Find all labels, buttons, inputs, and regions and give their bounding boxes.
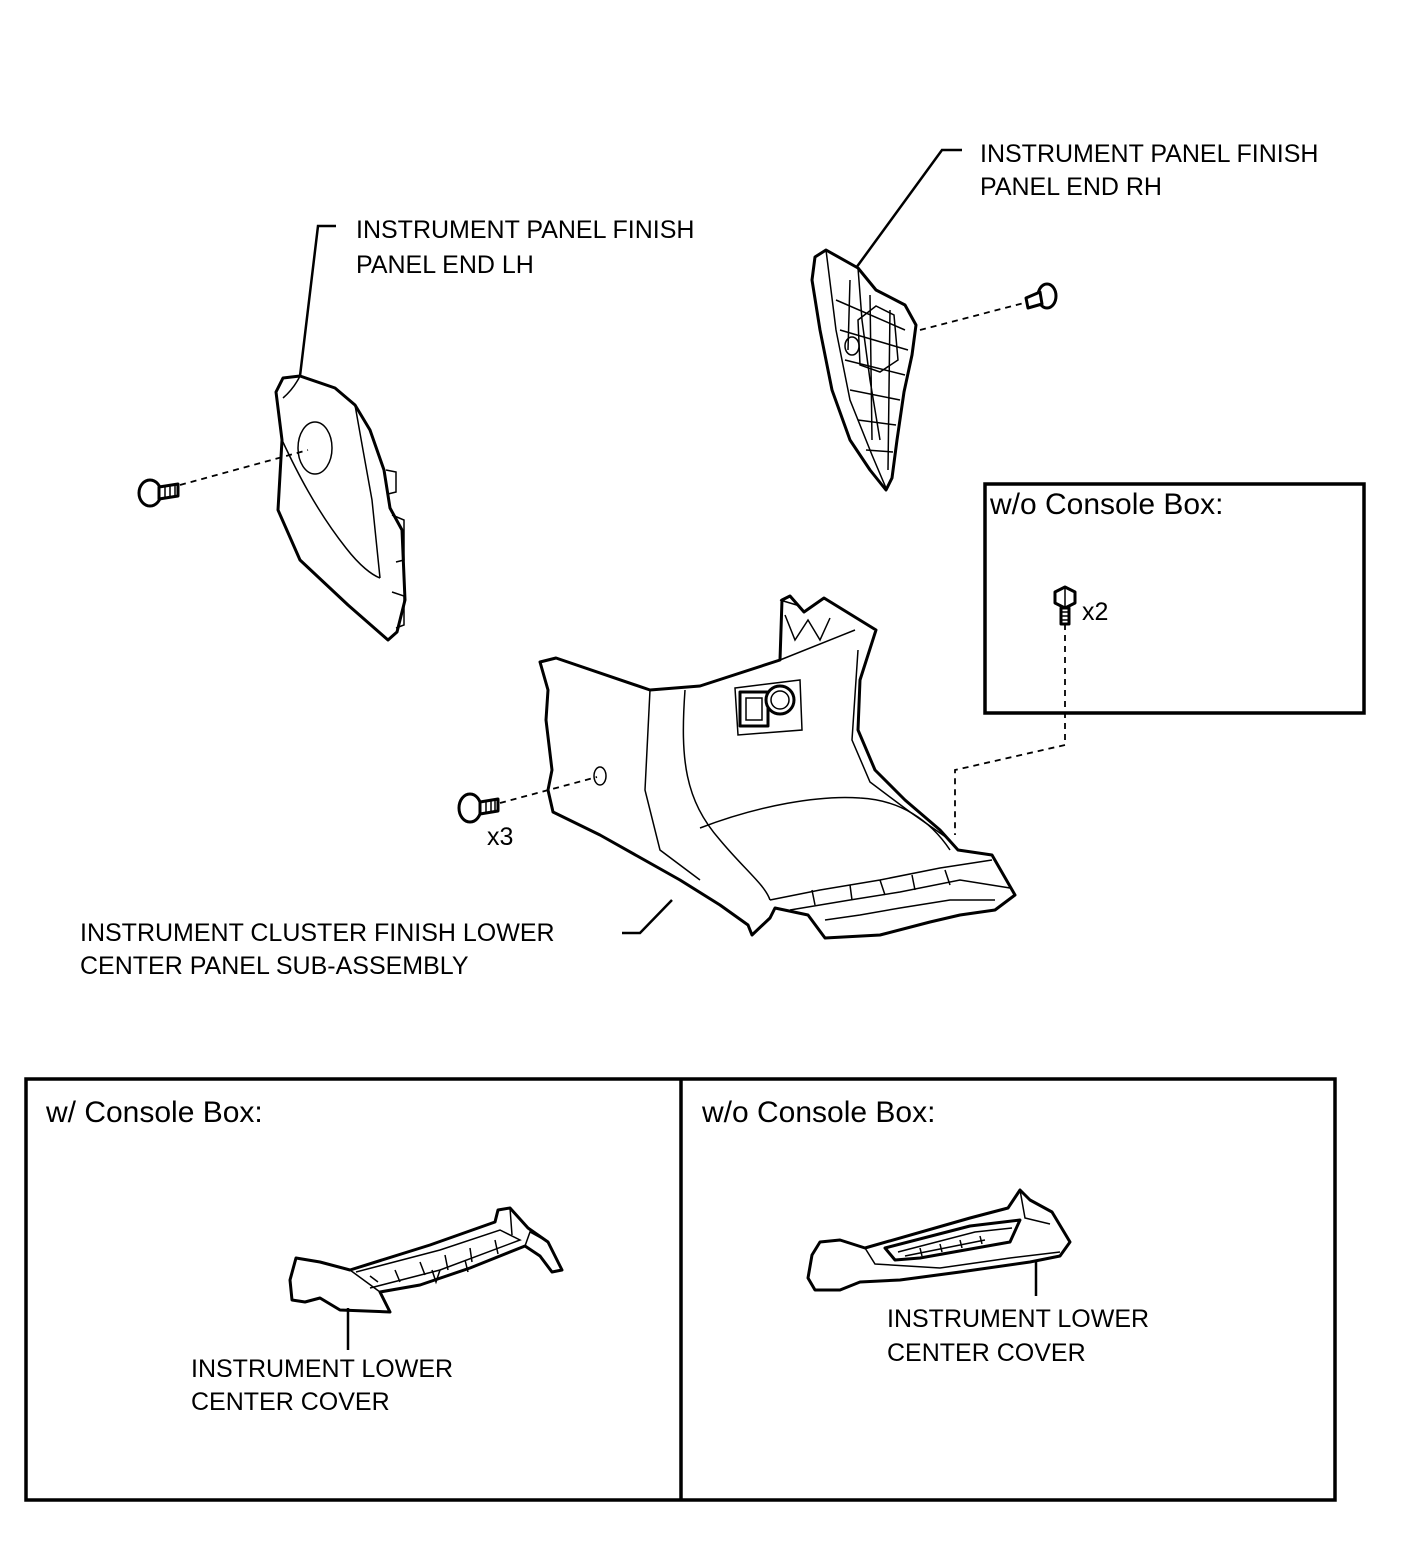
label-panel-end-lh: INSTRUMENT PANEL FINISH PANEL END LH: [356, 216, 701, 279]
leader-lh: [298, 224, 336, 377]
box-bottom-with-console-title: w/ Console Box:: [45, 1096, 263, 1129]
clip-icon: [1024, 282, 1058, 310]
dash-line-bolt: [954, 624, 1066, 835]
panel-end-rh: [810, 248, 918, 492]
leader-rh: [854, 148, 962, 269]
label-cover-with-console: INSTRUMENT LOWER CENTER COVER: [191, 1355, 460, 1416]
dash-line-center-clip: [499, 776, 598, 804]
box-side-without-console-title: w/o Console Box:: [989, 488, 1223, 521]
label-cover-with-console-line1: INSTRUMENT LOWER: [191, 1355, 453, 1383]
lower-center-cover-without-console: [806, 1188, 1072, 1292]
label-cover-without-console-line1: INSTRUMENT LOWER: [887, 1305, 1149, 1333]
box-side-without-console: [983, 482, 1366, 715]
bolt-icon: [1053, 585, 1077, 626]
label-cover-without-console: INSTRUMENT LOWER CENTER COVER: [887, 1305, 1156, 1367]
clip-icon: [137, 478, 180, 508]
dash-line-lh-clip: [179, 449, 309, 486]
dash-line-rh-clip: [919, 301, 1029, 331]
qty-clip: x3: [487, 823, 513, 851]
lower-center-panel: [538, 594, 1017, 940]
leader-center-panel: [622, 899, 673, 935]
label-lower-center-panel: INSTRUMENT CLUSTER FINISH LOWER CENTER P…: [80, 919, 562, 980]
label-panel-end-lh-line1: INSTRUMENT PANEL FINISH: [356, 216, 694, 244]
label-cover-without-console-line2: CENTER COVER: [887, 1339, 1086, 1367]
lower-center-cover-with-console: [288, 1206, 564, 1314]
box-bottom-without-console-title: w/o Console Box:: [701, 1096, 935, 1129]
clip-icon: [457, 792, 500, 824]
label-panel-end-lh-line2: PANEL END LH: [356, 251, 534, 279]
label-panel-end-rh: INSTRUMENT PANEL FINISH PANEL END RH: [980, 140, 1325, 201]
panel-end-lh: [274, 374, 407, 642]
label-lower-center-panel-line1: INSTRUMENT CLUSTER FINISH LOWER: [80, 919, 555, 947]
label-lower-center-panel-line2: CENTER PANEL SUB-ASSEMBLY: [80, 952, 469, 980]
label-panel-end-rh-line2: PANEL END RH: [980, 173, 1162, 201]
label-cover-with-console-line2: CENTER COVER: [191, 1388, 390, 1416]
qty-bolt: x2: [1082, 598, 1108, 626]
label-panel-end-rh-line1: INSTRUMENT PANEL FINISH: [980, 140, 1318, 168]
